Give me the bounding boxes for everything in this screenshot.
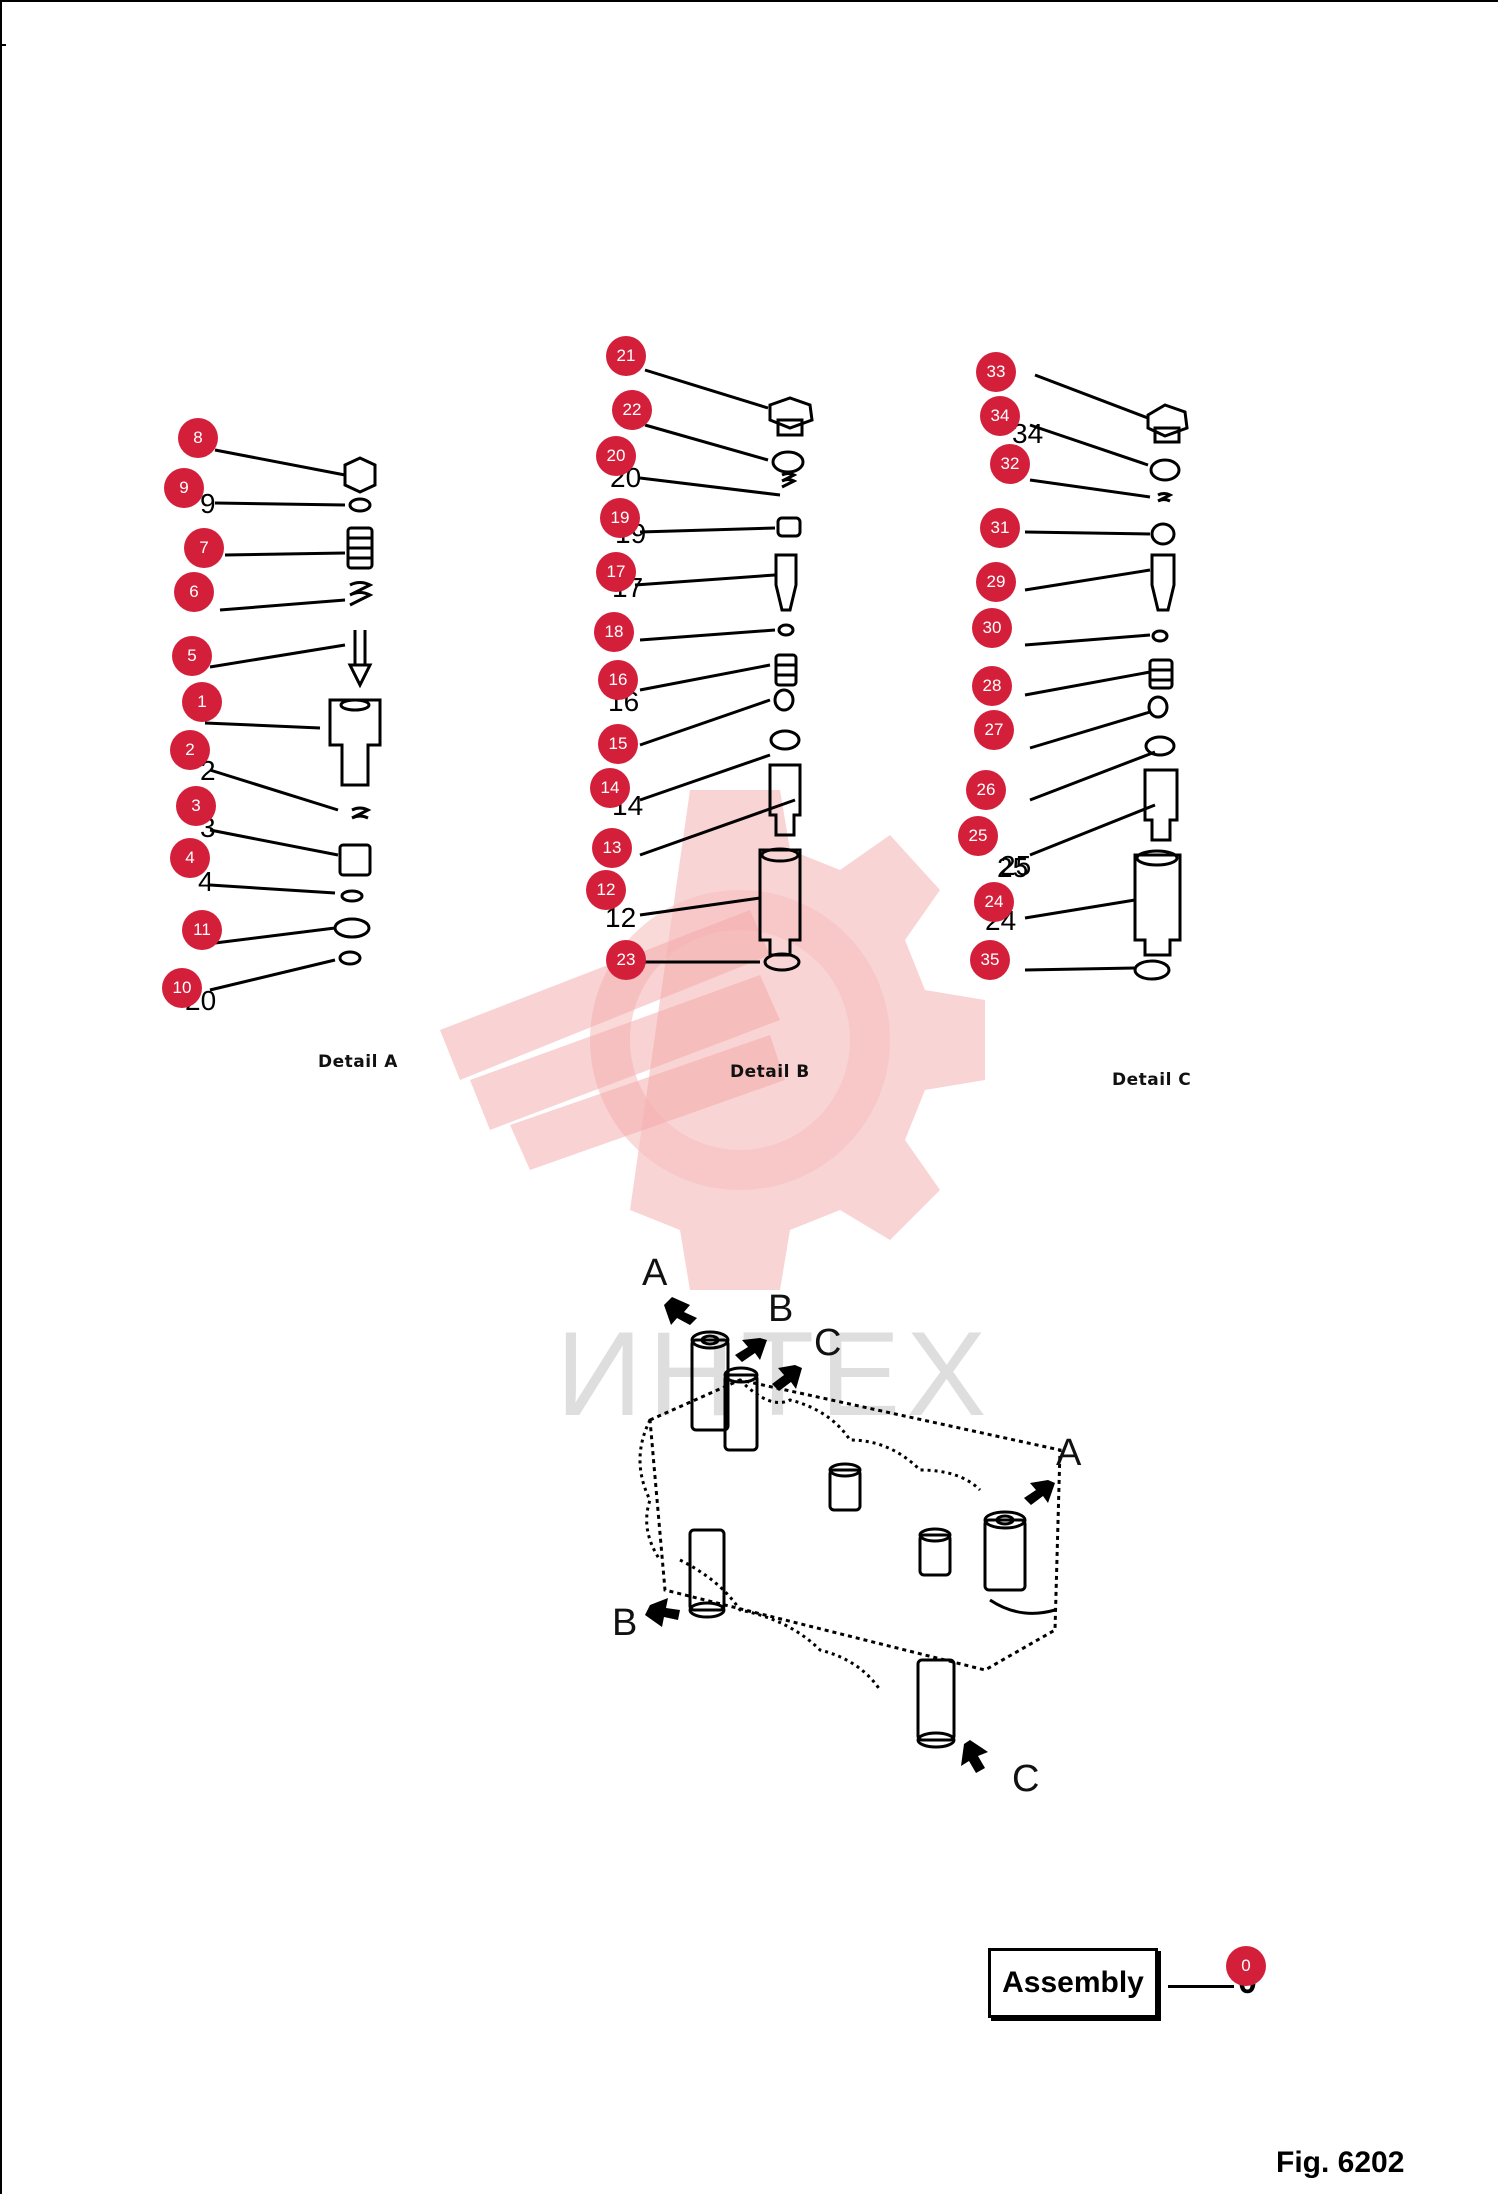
figure-label: Fig. 6202	[1276, 2146, 1405, 2179]
callout-17[interactable]: 17	[596, 552, 636, 592]
callout-35[interactable]: 35	[970, 940, 1010, 980]
view-letter-a-top: A	[642, 1252, 668, 1294]
callout-33[interactable]: 33	[976, 352, 1016, 392]
callout-7[interactable]: 7	[184, 528, 224, 568]
callout-0[interactable]: 0	[1226, 1946, 1266, 1986]
callout-13[interactable]: 13	[592, 828, 632, 868]
callout-29[interactable]: 29	[976, 562, 1016, 602]
callout-23[interactable]: 23	[606, 940, 646, 980]
callout-4[interactable]: 4	[170, 838, 210, 878]
callout-8[interactable]: 8	[178, 418, 218, 458]
watermark-gear-icon	[440, 790, 985, 1290]
callout-26[interactable]: 26	[966, 770, 1006, 810]
view-letter-b-left: B	[612, 1602, 638, 1644]
detail-a-label: Detail A	[318, 1052, 398, 1072]
callout-30[interactable]: 30	[972, 608, 1012, 648]
callout-32[interactable]: 32	[990, 444, 1030, 484]
detail-b-label: Detail B	[730, 1062, 810, 1082]
frame-left-border	[0, 0, 2, 2194]
view-letter-c-top: C	[814, 1322, 842, 1364]
assembly-leader-line	[1168, 1985, 1234, 1988]
detail-c-label: Detail C	[1112, 1070, 1192, 1090]
view-letter-b-top: B	[768, 1288, 794, 1330]
watermark-text: ИНТЕХ	[556, 1307, 993, 1441]
view-letter-c-bottom: C	[1012, 1758, 1040, 1800]
callout-28[interactable]: 28	[972, 666, 1012, 706]
part-number-c-25: 25	[1000, 850, 1032, 881]
callout-9[interactable]: 9	[164, 468, 204, 508]
callout-3[interactable]: 3	[176, 786, 216, 826]
frame-corner-tick	[0, 44, 6, 46]
callout-22[interactable]: 22	[612, 390, 652, 430]
callout-27[interactable]: 27	[974, 710, 1014, 750]
callout-34[interactable]: 34	[980, 396, 1020, 436]
callout-10[interactable]: 10	[162, 968, 202, 1008]
callout-16[interactable]: 16	[598, 660, 638, 700]
callout-31[interactable]: 31	[980, 508, 1020, 548]
frame-top-border	[0, 0, 1498, 2]
callout-5[interactable]: 5	[172, 636, 212, 676]
callout-15[interactable]: 15	[598, 724, 638, 764]
callout-21[interactable]: 21	[606, 336, 646, 376]
callout-25[interactable]: 25	[958, 816, 998, 856]
callout-1[interactable]: 1	[182, 682, 222, 722]
callout-12[interactable]: 12	[586, 870, 626, 910]
assembly-box: Assembly	[988, 1948, 1158, 2018]
part-number-a-9: 9	[200, 488, 216, 519]
callout-24[interactable]: 24	[974, 882, 1014, 922]
view-letter-a-right: A	[1056, 1432, 1082, 1474]
callout-18[interactable]: 18	[594, 612, 634, 652]
callout-19[interactable]: 19	[600, 498, 640, 538]
callout-20[interactable]: 20	[596, 436, 636, 476]
callout-11[interactable]: 11	[182, 910, 222, 950]
callout-6[interactable]: 6	[174, 572, 214, 612]
callout-2[interactable]: 2	[170, 730, 210, 770]
callout-14[interactable]: 14	[590, 768, 630, 808]
part-number-b-25: 25	[997, 852, 1029, 883]
